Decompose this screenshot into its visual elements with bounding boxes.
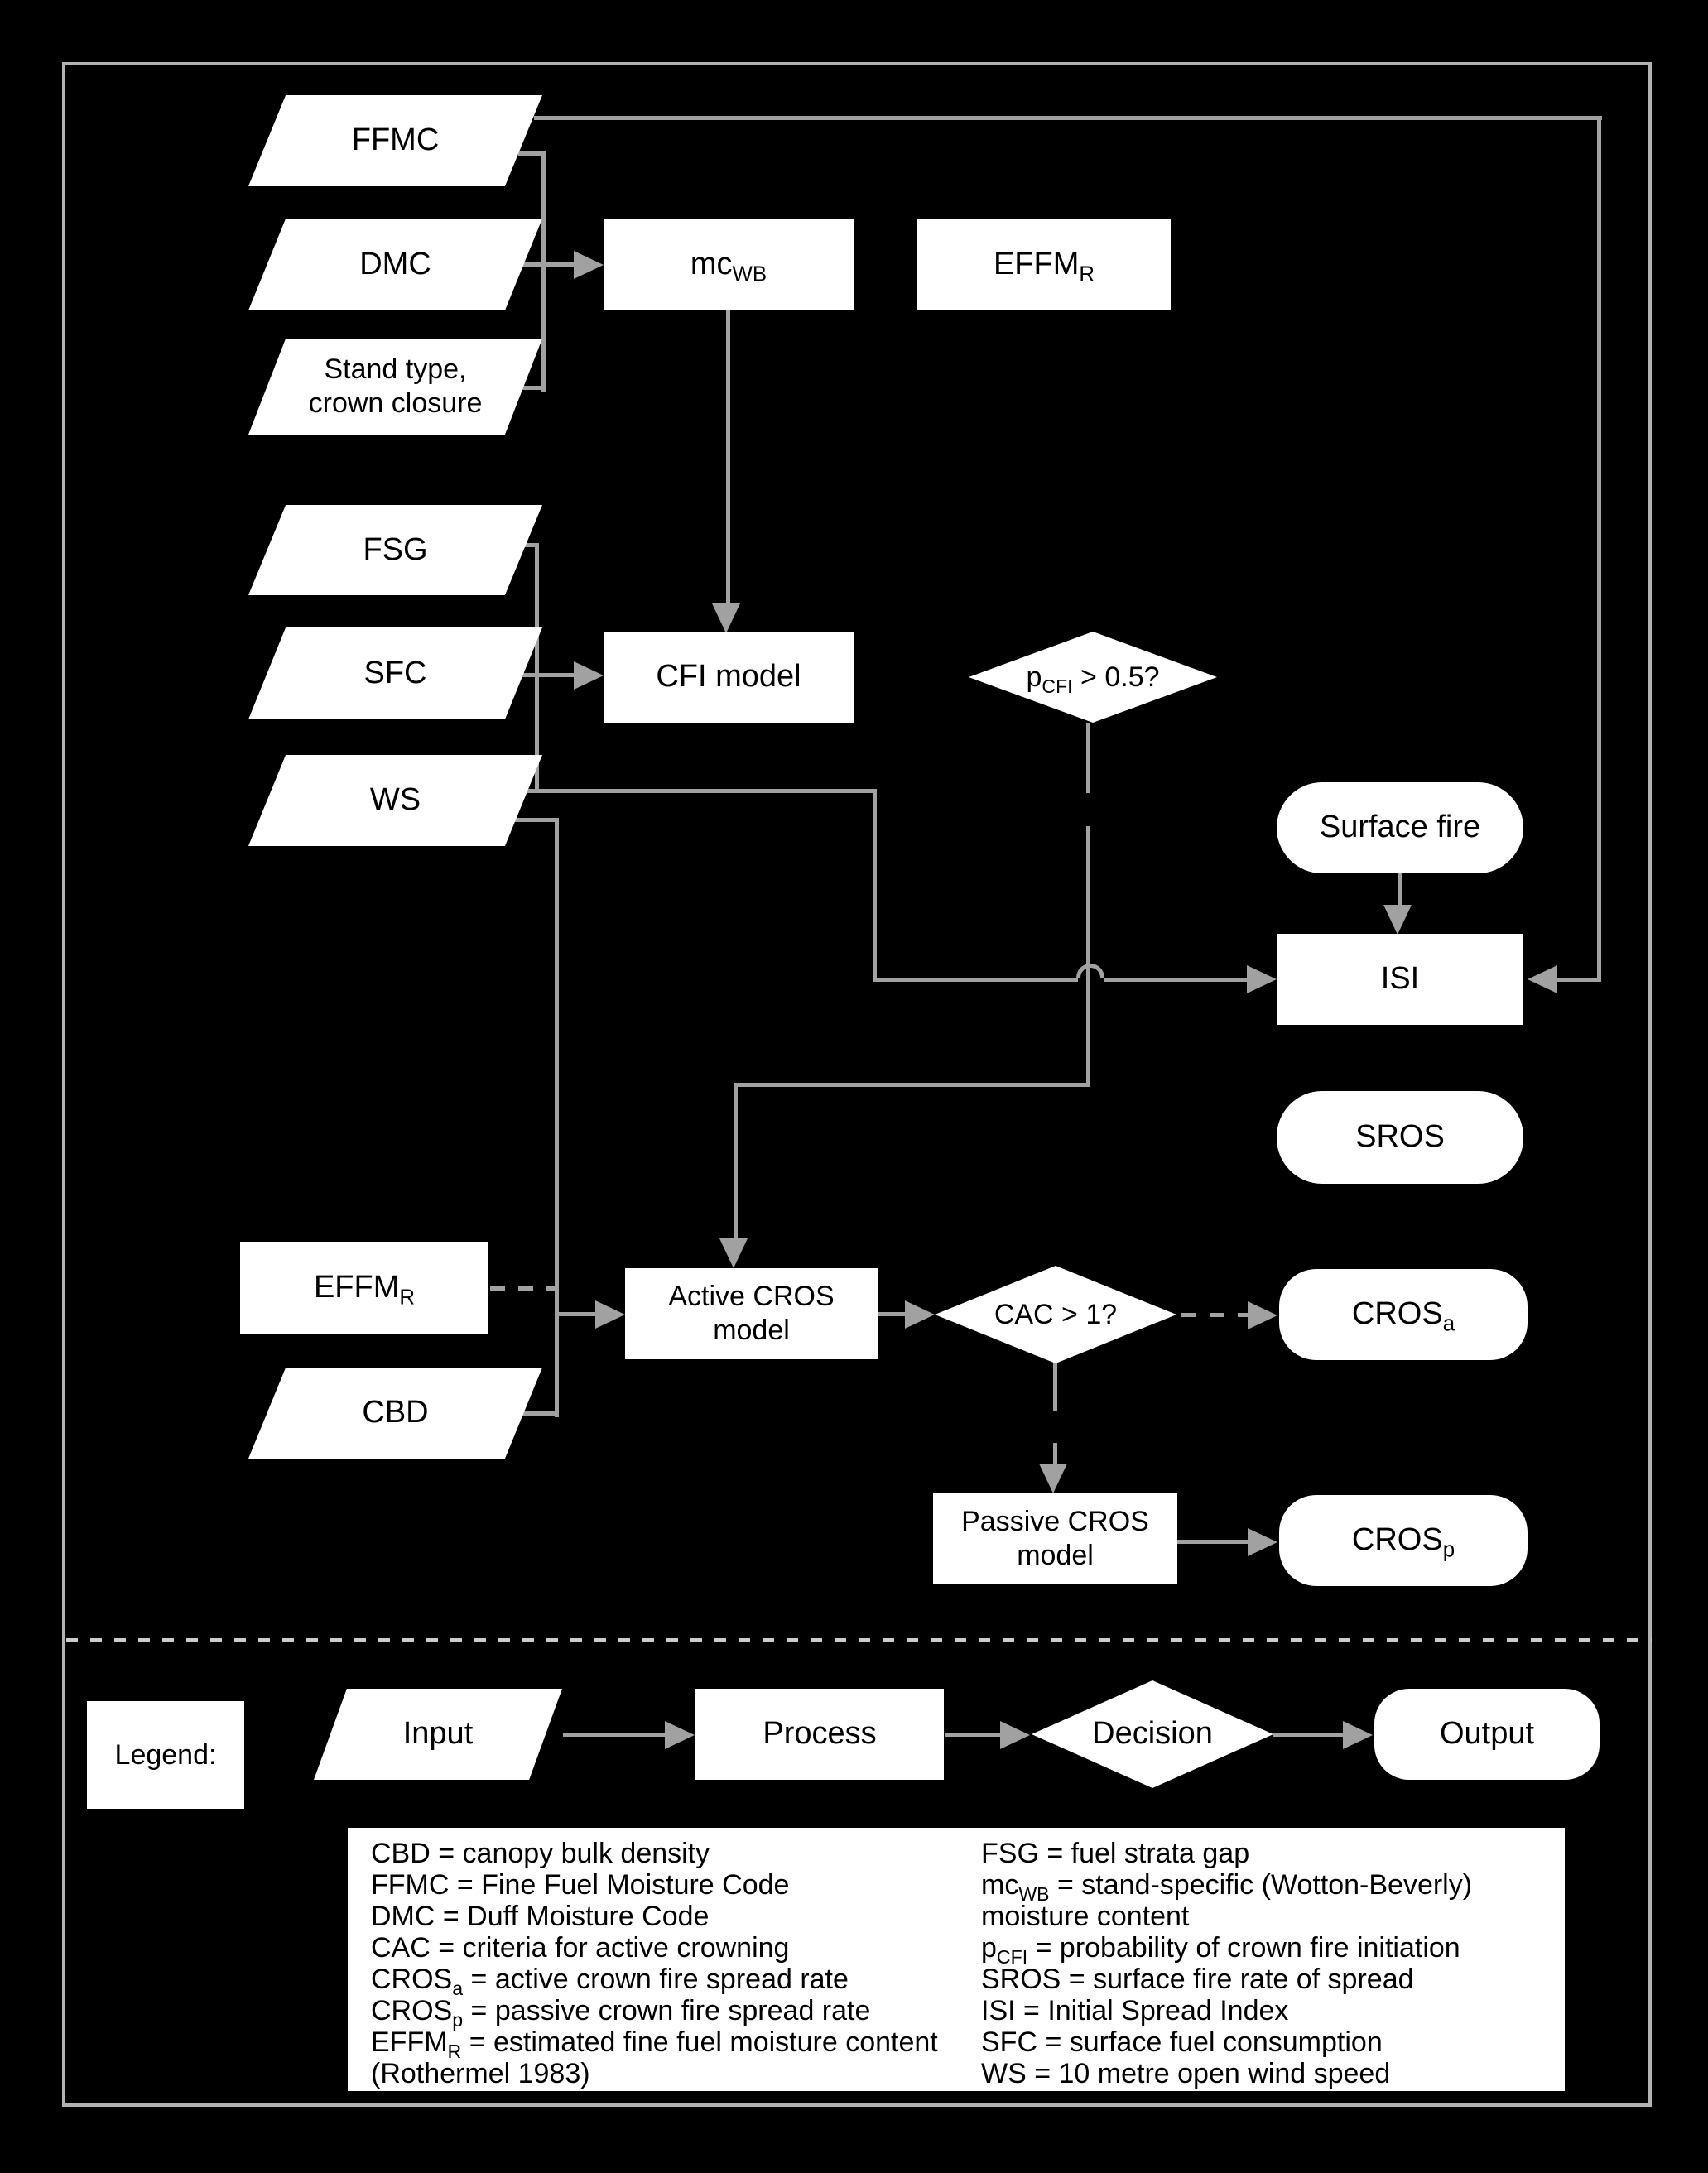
arrowhead-into-mcwb — [574, 251, 604, 279]
edge-pcfi-down-stub — [1086, 723, 1090, 793]
arrowhead-into-cfi-left — [574, 661, 604, 690]
edge-sfc-cfi — [484, 673, 574, 677]
legend-line: moisture content — [981, 1901, 1190, 1932]
arrowhead-into-isi-left — [1247, 965, 1277, 993]
legend-line: WS = 10 metre open wind speed — [981, 2058, 1391, 2089]
input-stand-type: Stand type, crown closure — [248, 339, 542, 435]
edge-pcfi-down — [1086, 826, 1090, 1087]
edge-bus1-vertical — [541, 151, 546, 392]
legend-right-column: FSG = fuel strata gap mcWB = stand-speci… — [981, 1838, 1472, 2089]
arrowhead-into-isi-top — [1383, 905, 1412, 935]
legend-separator-dashed — [66, 1638, 1652, 1642]
process-mcwb: mcWB — [604, 219, 854, 310]
edge-ffmc-isi-top — [534, 116, 1602, 120]
edge-decision-output — [1273, 1733, 1345, 1737]
edge-bus2-vertical — [535, 543, 539, 793]
input-ws: WS — [248, 755, 542, 846]
legend-line: CAC = criteria for active crowning — [371, 1932, 790, 1964]
edge-ws-isi-2 — [873, 789, 877, 982]
edge-cac-crosa-dashed — [1181, 1313, 1248, 1317]
arrowhead-into-cac — [905, 1300, 935, 1329]
edge-cac-passive — [1053, 1443, 1057, 1465]
legend-title-box: Legend: — [87, 1701, 244, 1809]
edge-ffmc-bus — [518, 151, 546, 156]
edge-ws-isi-3 — [873, 978, 1078, 982]
edge-ffmc-isi-in — [1557, 978, 1601, 982]
legend-shape-input: Input — [314, 1689, 562, 1780]
edge-cbd-bus3 — [495, 1411, 559, 1416]
edge-dmc-mcwb — [512, 262, 576, 267]
arrowhead-into-process — [665, 1721, 695, 1749]
legend-line: ISI = Initial Spread Index — [981, 1995, 1289, 2026]
legend-shape-process: Process — [695, 1689, 944, 1780]
legend-line: SROS = surface fire rate of spread — [981, 1964, 1414, 1995]
edge-ffmc-isi-right — [1597, 116, 1601, 982]
output-sros: SROS — [1277, 1091, 1523, 1184]
legend-line: DMC = Duff Moisture Code — [371, 1901, 710, 1932]
input-effmr-dashed: EFFMR — [240, 1242, 488, 1334]
arrowhead-into-passive-top — [1039, 1464, 1067, 1493]
legend-definitions-box: CBD = canopy bulk density FFMC = Fine Fu… — [348, 1828, 1565, 2091]
edge-input-process — [563, 1733, 666, 1737]
legend-line: mcWB = stand-specific (Wotton-Beverly) — [981, 1869, 1473, 1905]
process-effmr-top: EFFMR — [917, 219, 1171, 310]
edge-mcwb-cfi — [726, 310, 730, 603]
input-cbd: CBD — [248, 1368, 542, 1459]
legend-line: CROSa = active crown fire spread rate — [371, 1964, 849, 1999]
arrowhead-into-cfi-top — [712, 603, 740, 633]
input-fsg: FSG — [248, 505, 542, 595]
arrowhead-into-isi-right — [1528, 965, 1557, 993]
arrowhead-into-crosp — [1248, 1528, 1277, 1556]
process-active-cros-model: Active CROS model — [625, 1268, 878, 1359]
edge-effmr-dashed — [490, 1286, 558, 1291]
arrowhead-into-crosa — [1248, 1301, 1277, 1329]
input-dmc: DMC — [248, 219, 542, 310]
output-surface-fire: Surface fire — [1277, 782, 1523, 873]
edge-pcfi-left — [734, 1083, 1090, 1087]
arrowhead-into-activecros-top — [719, 1238, 748, 1268]
arrowhead-into-activecros-left — [595, 1300, 625, 1329]
legend-line: (Rothermel 1983) — [371, 2058, 590, 2089]
process-passive-cros-model: Passive CROS model — [933, 1493, 1177, 1584]
legend-line: FFMC = Fine Fuel Moisture Code — [371, 1869, 790, 1901]
arrowhead-into-decision — [1000, 1721, 1030, 1749]
legend-line: CBD = canopy bulk density — [371, 1838, 710, 1869]
edge-surfacefire-isi — [1398, 873, 1402, 906]
legend-line: CROSp = passive crown fire spread rate — [371, 1995, 871, 2031]
diagram-border — [62, 62, 1652, 2107]
legend-line: FSG = fuel strata gap — [981, 1838, 1250, 1869]
process-isi: ISI — [1277, 934, 1523, 1025]
legend-line: SFC = surface fuel consumption — [981, 2026, 1383, 2058]
legend-line: EFFMR = estimated fine fuel moisture con… — [371, 2026, 938, 2062]
edge-ws-isi-1 — [495, 789, 877, 793]
input-ffmc: FFMC — [248, 95, 542, 186]
arrowhead-into-output — [1343, 1721, 1373, 1749]
process-cfi-model: CFI model — [604, 632, 854, 723]
legend-line: pCFI = probability of crown fire initiat… — [981, 1932, 1460, 1968]
edge-cac-passive-stub — [1053, 1363, 1057, 1411]
output-cros-p: CROSp — [1279, 1495, 1528, 1586]
legend-shape-output: Output — [1374, 1689, 1600, 1780]
edge-passive-crosp — [1177, 1540, 1249, 1544]
input-sfc: SFC — [248, 627, 542, 719]
edge-bus3-activecros — [555, 1312, 597, 1316]
edge-bus3-vertical — [555, 818, 559, 1417]
edge-ws-bus3 — [487, 818, 559, 822]
edge-activecros-cac — [878, 1312, 907, 1316]
edge-ws-isi-4 — [1104, 978, 1247, 982]
edge-crossing-hop — [1076, 964, 1104, 978]
edge-pcfi-to-activecros — [734, 1083, 738, 1240]
output-cros-a: CROSa — [1279, 1269, 1528, 1360]
edge-stand-bus — [505, 386, 546, 390]
edge-process-decision — [945, 1733, 1002, 1737]
legend-left-column: CBD = canopy bulk density FFMC = Fine Fu… — [371, 1838, 938, 2089]
